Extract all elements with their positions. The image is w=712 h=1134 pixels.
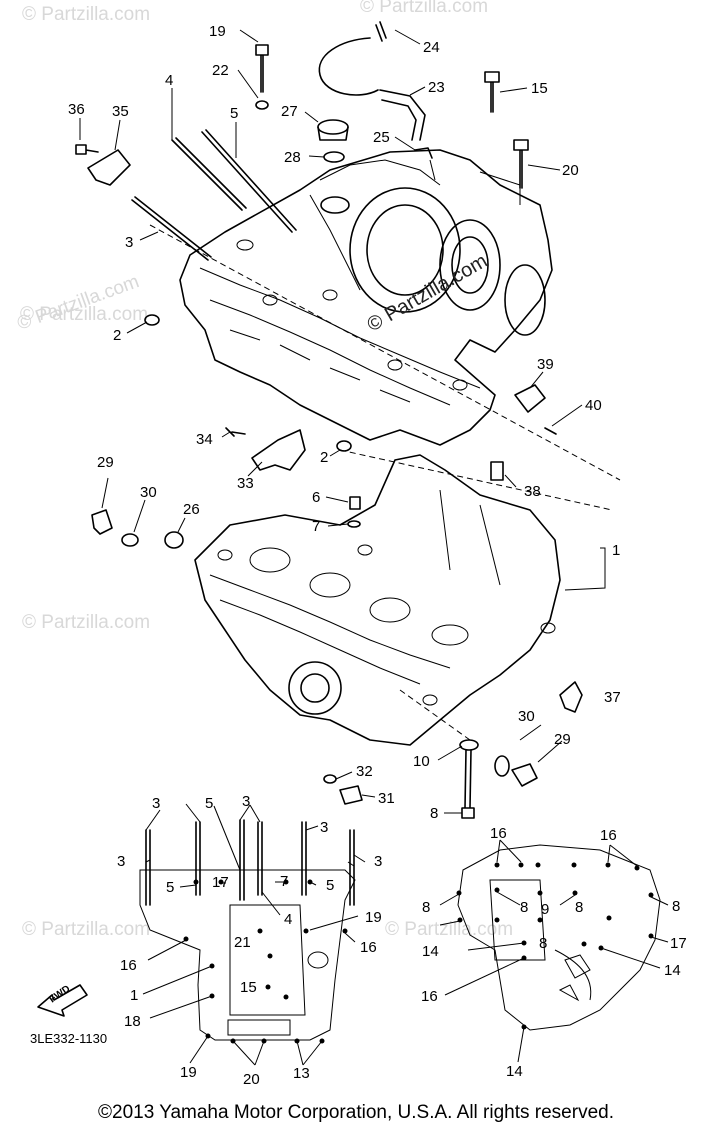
callout: 2 (320, 449, 328, 466)
callout: 3 (374, 853, 382, 870)
callout: 16 (360, 939, 377, 956)
watermark-text: © Partzilla.com (385, 919, 513, 940)
callout: 3 (117, 853, 125, 870)
callout: 35 (112, 103, 129, 120)
watermark-text: © Partzilla.com (20, 304, 148, 325)
inset-right-numbers: 16 16 8 8 9 8 8 17 14 8 14 16 14 (421, 825, 687, 1080)
callout: 15 (240, 979, 257, 996)
callout: 5 (205, 795, 213, 812)
callout: 31 (378, 790, 395, 807)
watermark-layer: © Partzilla.com © Partzilla.com © Partzi… (15, 0, 514, 940)
callout: 38 (524, 483, 541, 500)
callout: 8 (672, 898, 680, 915)
dashed-centerline (339, 449, 613, 511)
callout: 30 (518, 708, 535, 725)
callout: 32 (356, 763, 373, 780)
callout: 33 (237, 475, 254, 492)
inset-left-bolt-pattern (37, 803, 366, 1066)
callout: 8 (422, 899, 430, 916)
callout: 15 (531, 80, 548, 97)
callout: 7 (312, 518, 320, 535)
callout: 17 (670, 935, 687, 952)
fwd-arrow-icon (37, 984, 88, 1017)
callout: 16 (120, 957, 137, 974)
callout: 5 (326, 877, 334, 894)
callout: 28 (284, 149, 301, 166)
callout: 27 (281, 103, 298, 120)
callout: 1 (612, 542, 620, 559)
callout: 16 (600, 827, 617, 844)
watermark-text: © Partzilla.com (15, 271, 142, 335)
callout: 25 (373, 129, 390, 146)
small-parts (75, 21, 583, 819)
callout: 39 (537, 356, 554, 373)
callout: 29 (97, 454, 114, 471)
callout: 18 (124, 1013, 141, 1030)
callout: 20 (562, 162, 579, 179)
callout: 40 (585, 397, 602, 414)
leader-lines (79, 29, 606, 814)
callout: 19 (180, 1064, 197, 1081)
watermark-text: © Partzilla.com (22, 4, 150, 25)
watermark-text: © Partzilla.com (360, 0, 488, 17)
callout: 8 (539, 935, 547, 952)
callout: 19 (209, 23, 226, 40)
upper-crankcase (179, 149, 553, 446)
callout: 3 (242, 793, 250, 810)
callout: 8 (520, 899, 528, 916)
callout: 30 (140, 484, 157, 501)
callout: 16 (490, 825, 507, 842)
diagram-code: 3LE332-1130 (30, 1031, 107, 1046)
callout: 4 (165, 72, 173, 89)
callout: 16 (421, 988, 438, 1005)
callout: 8 (430, 805, 438, 822)
callout: 19 (365, 909, 382, 926)
callout: 17 (212, 874, 229, 891)
lower-crankcase (194, 454, 561, 746)
callout: 14 (506, 1063, 523, 1080)
callout: 6 (312, 489, 320, 506)
callout: 5 (230, 105, 238, 122)
callout: 14 (664, 962, 681, 979)
callout: 1 (130, 987, 138, 1004)
callout: 3 (320, 819, 328, 836)
callout: 9 (541, 901, 549, 918)
inset-left-numbers: 3 5 3 3 3 3 5 17 7 5 4 19 21 16 16 1 15 … (30, 793, 382, 1088)
callout: 14 (422, 943, 439, 960)
dashed-centerline (149, 224, 621, 481)
callout: 5 (166, 879, 174, 896)
callout: 2 (113, 327, 121, 344)
inset-right-bolt-pattern (439, 839, 669, 1063)
callout: 3 (125, 234, 133, 251)
callout: 37 (604, 689, 621, 706)
callout: 26 (183, 501, 200, 518)
callout: 24 (423, 39, 440, 56)
fwd-label: FWD (47, 983, 72, 1005)
callout: 29 (554, 731, 571, 748)
callout: 34 (196, 431, 213, 448)
callout: 3 (152, 795, 160, 812)
callout: 21 (234, 934, 251, 951)
callout: 8 (575, 899, 583, 916)
callout: 13 (293, 1065, 310, 1082)
copyright-notice: ©2013 Yamaha Motor Corporation, U.S.A. A… (98, 1102, 614, 1123)
watermark-text: © Partzilla.com (22, 919, 150, 940)
callout: 23 (428, 79, 445, 96)
callout: 22 (212, 62, 229, 79)
callout: 10 (413, 753, 430, 770)
callout: 20 (243, 1071, 260, 1088)
watermark-text: © Partzilla.com (22, 612, 150, 633)
callout-numbers: 19 22 4 5 36 35 27 28 24 23 15 25 20 3 2… (68, 23, 621, 822)
dashed-centerline (399, 689, 471, 741)
callout: 4 (284, 911, 292, 928)
callout: 7 (280, 873, 288, 890)
callout: 36 (68, 101, 85, 118)
